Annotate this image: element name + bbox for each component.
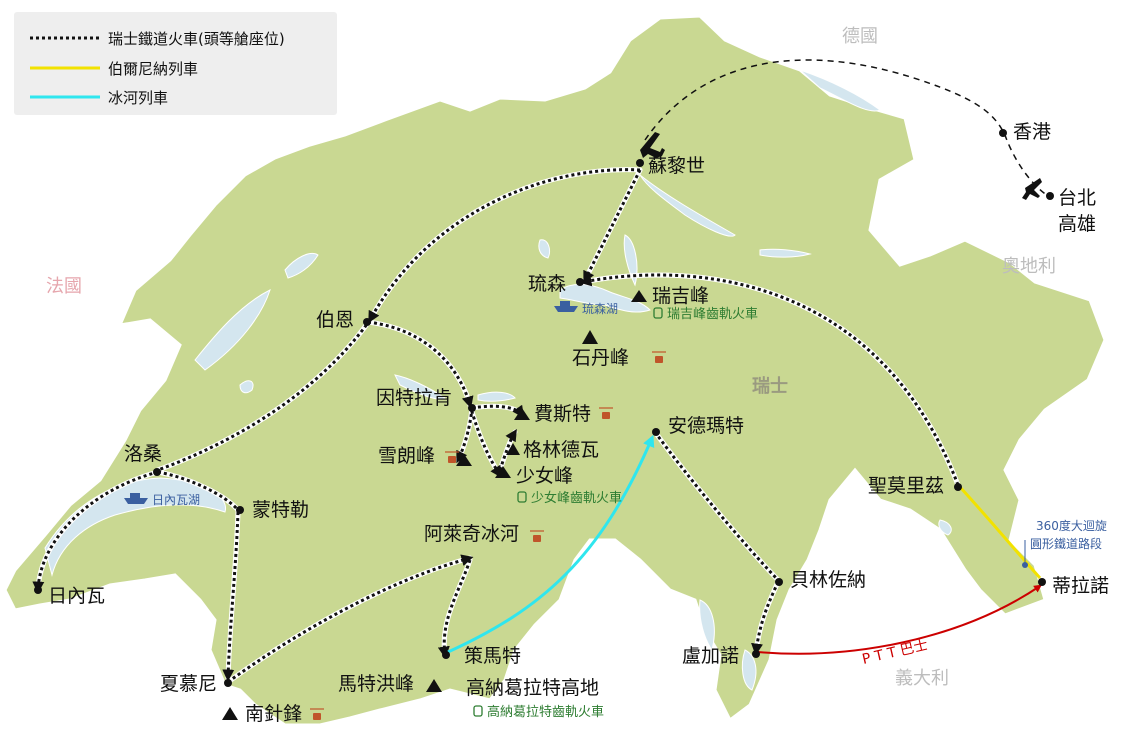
note-spiral-1: 360度大迴旋 [1036,518,1107,533]
city-interlaken: 因特拉肯 [376,387,452,409]
lake-sils [938,519,952,536]
city-matterhorn: 馬特洪峰 [338,673,414,695]
mountain-icon [222,290,647,720]
country-france: 法國 [46,276,82,297]
bernina-express-route [958,485,1042,579]
legend: 瑞士鐵道火車(頭等艙座位) 伯爾尼納列車 冰河列車 [14,12,337,115]
lake-brienz [477,391,516,402]
city-montreux: 蒙特勒 [252,499,309,521]
glacier-express-route [447,434,655,654]
lake-walen [759,248,812,258]
train-icon [473,307,663,717]
lake-lucerne [559,283,651,313]
lake-constance [799,69,882,112]
note-rigi-railway: 瑞吉峰齒軌火車 [667,306,758,322]
legend-item-bernina: 伯爾尼納列車 [108,60,198,78]
lake-morat [239,380,254,394]
country-switzerland: 瑞士 [752,376,788,397]
note-spiral-2: 圓形鐵道路段 [1030,536,1102,551]
city-bern: 伯恩 [316,309,354,331]
note-lake-geneva: 日內瓦湖 [152,492,200,507]
city-lugano: 盧加諾 [682,645,739,667]
lake-lugano [741,649,757,691]
city-aiguille: 南針鋒 [245,703,302,725]
city-gornergrat: 高納葛拉特高地 [466,677,599,699]
city-jungfrau: 少女峰 [516,465,573,487]
lake-zug [623,234,638,287]
city-lausanne: 洛桑 [124,443,162,465]
city-dots [34,129,1054,687]
boat-icon [124,301,578,504]
lake-sempach [538,239,551,259]
city-andermatt: 安德瑪特 [668,415,744,437]
city-grindelwald: 格林德瓦 [523,439,599,461]
city-lucerne: 琉森 [528,273,566,295]
lakes [44,69,952,691]
city-first: 費斯特 [534,403,591,425]
lake-zurich [639,174,736,237]
city-rigi: 瑞吉峰 [652,285,709,307]
city-schilthorn: 雪朗峰 [378,445,435,467]
note-ptt-bus: P T T 巴士 [861,637,930,668]
lake-thun [394,374,446,400]
airplane-icon [640,132,1042,200]
city-chamonix: 夏慕尼 [160,673,217,695]
legend-item-glacier: 冰河列車 [108,89,168,107]
city-kaohsiung: 高雄 [1058,213,1096,235]
note-lake-lucerne: 琉森湖 [582,301,618,316]
flight-route [644,59,1049,197]
lake-maggiore [699,599,715,652]
city-stanserhorn: 石丹峰 [572,347,629,369]
cable-car-icon [310,351,666,720]
switzerland-land [3,14,1107,727]
city-bellinzona: 貝林佐納 [790,569,866,591]
lake-neuchatel [194,289,271,371]
lake-biel [284,253,319,279]
country-germany: 德國 [842,26,878,47]
legend-item-rail: 瑞士鐵道火車(頭等艙座位) [108,30,285,48]
city-stmoritz: 聖莫里茲 [868,475,944,497]
city-tirano: 蒂拉諾 [1052,575,1109,597]
city-zurich: 蘇黎世 [648,155,705,177]
note-jungfrau-railway: 少女峰齒軌火車 [531,490,622,506]
city-zermatt: 策馬特 [464,645,521,667]
city-aletsch: 阿萊奇冰河 [424,523,519,545]
country-italy: 義大利 [895,668,949,689]
note-gornergrat-railway: 高納葛拉特齒軌火車 [487,704,604,720]
ptt-bus-route [757,584,1042,655]
city-hongkong: 香港 [1013,121,1051,143]
rail-routes [32,167,961,685]
city-taipei: 台北 [1058,187,1096,209]
city-geneva: 日內瓦 [48,585,105,607]
country-austria: 奧地利 [1002,256,1056,277]
